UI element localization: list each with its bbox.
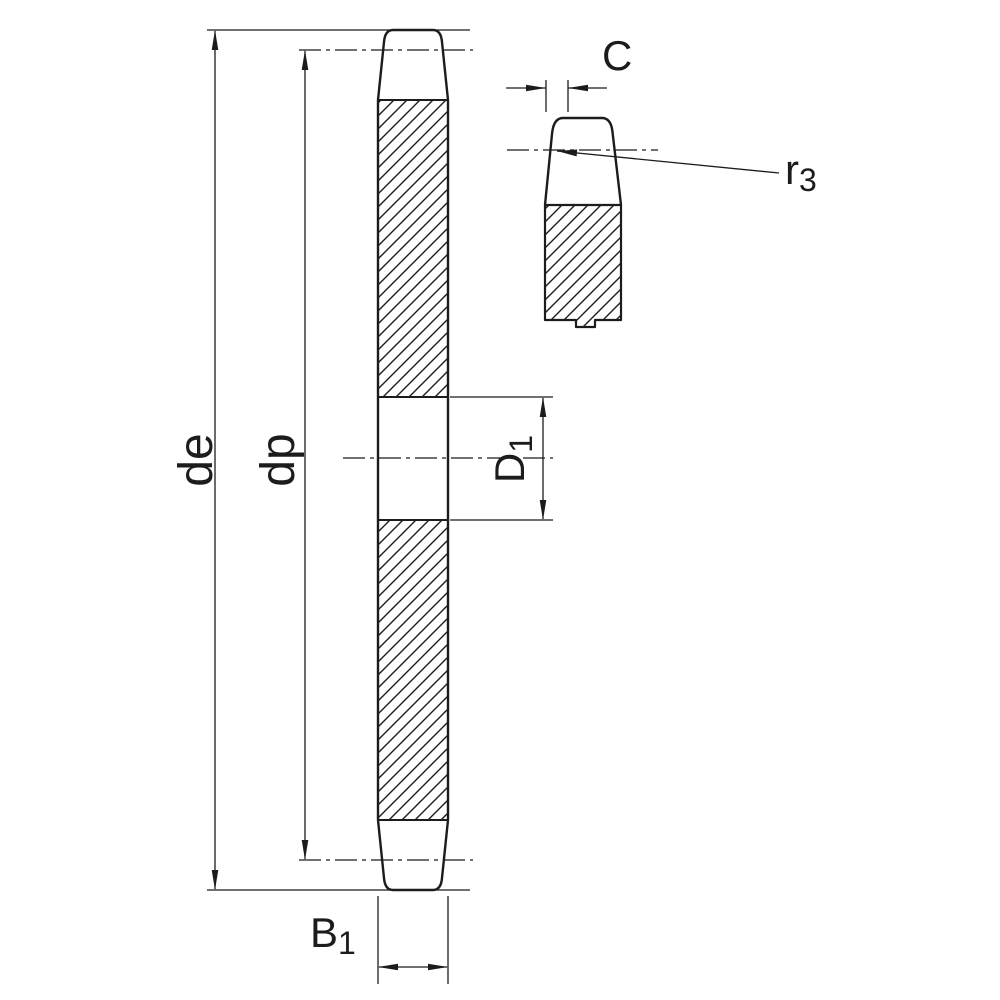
arrowhead [211,30,219,50]
arrowhead [557,149,578,157]
sprocket-outline [376,28,450,892]
upper-hatch-section [379,100,447,397]
dimension-dp: dp [252,50,309,860]
dimension-b1: B1 [310,896,449,984]
detail-tooth-profile [543,116,623,206]
label-r3: r3 [785,146,817,198]
detail-hatch-section [543,203,623,329]
arrowhead [301,50,309,70]
label-b1: B1 [310,909,356,961]
label-de: de [170,433,223,486]
arrowhead [301,840,309,860]
dimension-de: de [170,29,470,891]
tooth-detail-view: C r3 [506,32,817,329]
dimension-d1: D1 [450,396,553,521]
dimension-c: C [506,32,632,112]
arrowhead [428,963,448,971]
top-tooth-profile [376,28,450,101]
r3-leader-line [556,150,780,174]
arrowhead [539,397,547,417]
main-view: de dp D1 [170,28,553,984]
label-c: C [602,32,632,79]
arrowhead [211,870,219,890]
label-d1: D1 [486,435,539,483]
label-dp: dp [252,433,305,486]
centerlines [299,49,553,861]
bottom-tooth-profile [376,819,450,892]
arrowhead [526,84,546,92]
lower-hatch-section [379,520,447,820]
arrowhead [539,500,547,520]
arrowhead [568,84,588,92]
arrowhead [378,963,398,971]
dimension-r3: r3 [556,146,817,198]
